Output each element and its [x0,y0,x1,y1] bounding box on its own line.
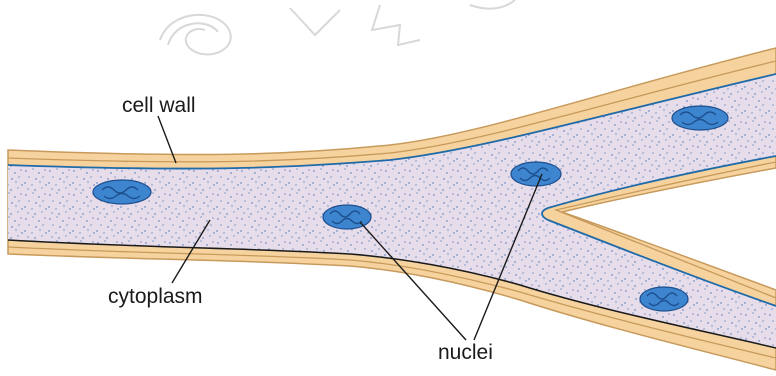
cytoplasm-label: cytoplasm [108,285,203,308]
nucleus [93,180,151,204]
background-watermark [160,0,515,54]
nucleus [672,106,728,130]
cytoplasm-stipple [0,60,776,360]
nuclei-label: nuclei [438,341,493,364]
nucleus [511,162,561,186]
cell-wall-label: cell wall [122,94,196,117]
nucleus [640,287,688,311]
